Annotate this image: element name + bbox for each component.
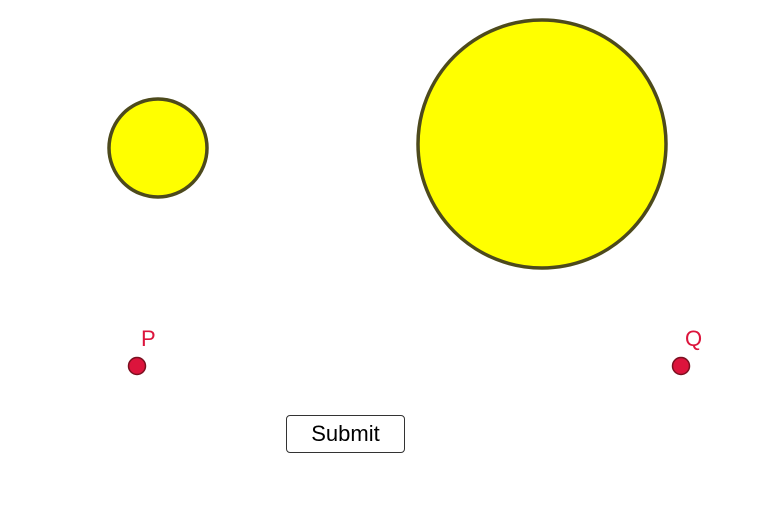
point-p-label: P <box>141 326 156 351</box>
point-q-label: Q <box>685 326 703 351</box>
point-q[interactable] <box>671 356 691 376</box>
submit-button[interactable]: Submit <box>286 415 405 453</box>
large-circle[interactable] <box>416 18 668 270</box>
point-p[interactable] <box>127 356 147 376</box>
small-circle[interactable] <box>107 97 209 199</box>
